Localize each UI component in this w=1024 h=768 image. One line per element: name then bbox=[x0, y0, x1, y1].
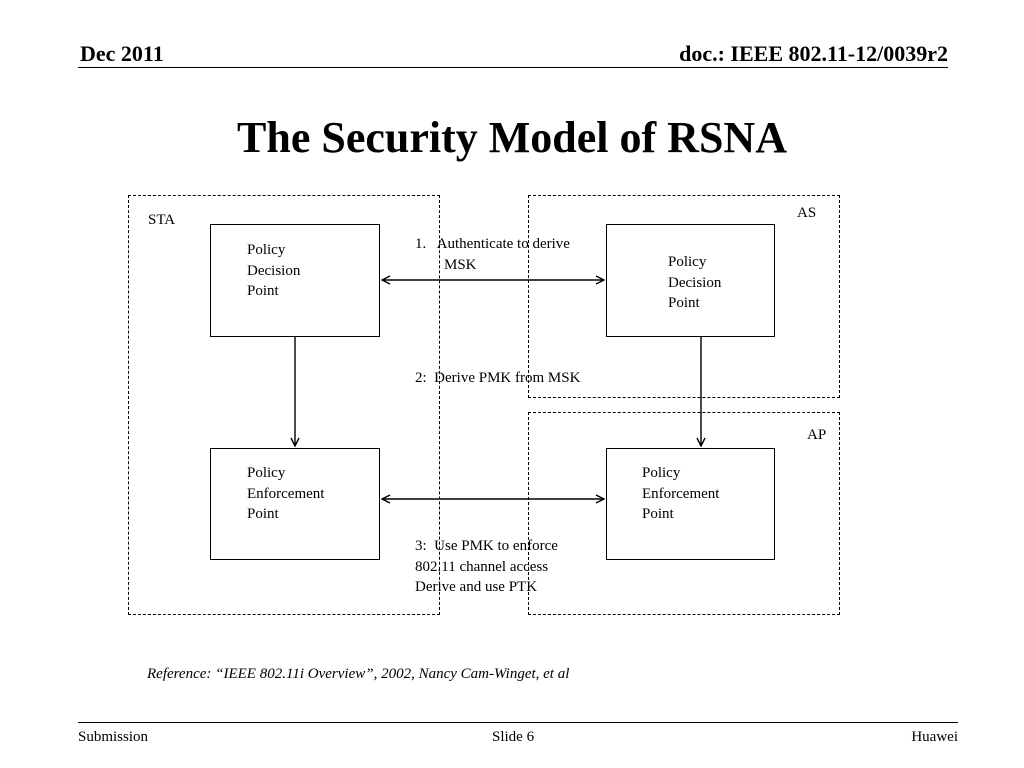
as-label: AS bbox=[797, 205, 817, 221]
footer-company: Huawei bbox=[911, 729, 958, 745]
ap-label: AP bbox=[807, 427, 827, 443]
reference-note: Reference: “IEEE 802.11i Overview”, 2002… bbox=[147, 666, 570, 682]
sta-pep-line-2: Enforcement bbox=[247, 485, 325, 502]
header-date: Dec 2011 bbox=[80, 41, 164, 66]
sta-label: STA bbox=[148, 212, 176, 228]
step-1-label: 1. Authenticate to derive MSK bbox=[415, 234, 570, 275]
sta-pep-line-3: Point bbox=[247, 506, 279, 522]
header-divider bbox=[78, 67, 948, 68]
as-region bbox=[528, 195, 840, 398]
as-pdp-line-1: Policy bbox=[668, 254, 707, 270]
sta-pdp-line-2: Decision bbox=[247, 262, 301, 279]
step-3-label: 3: Use PMK to enforce 802.11 channel acc… bbox=[415, 536, 558, 598]
sta-pdp-label: Policy Decision Point bbox=[247, 240, 300, 302]
step-3-line-1: 3: Use PMK to enforce bbox=[415, 538, 558, 554]
step-3-line-2: 802.11 channel access bbox=[415, 558, 549, 575]
as-pdp-label: Policy Decision Point bbox=[668, 252, 721, 314]
as-pdp-line-2: Decision bbox=[668, 274, 722, 291]
ap-pep-label: Policy Enforcement Point bbox=[642, 463, 719, 525]
step-2-label: 2: Derive PMK from MSK bbox=[415, 370, 581, 386]
slide-title: The Security Model of RSNA bbox=[237, 113, 787, 162]
footer-divider bbox=[78, 722, 958, 723]
step-1-line-2: MSK bbox=[444, 256, 477, 273]
sta-pdp-line-1: Policy bbox=[247, 242, 286, 258]
as-pdp-line-3: Point bbox=[668, 295, 700, 311]
sta-policy-decision-point-box bbox=[210, 224, 380, 337]
header-doc-id: doc.: IEEE 802.11-12/0039r2 bbox=[679, 41, 948, 66]
sta-pep-line-1: Policy bbox=[247, 465, 286, 481]
ap-pep-line-2: Enforcement bbox=[642, 485, 720, 502]
sta-pdp-line-3: Point bbox=[247, 283, 279, 299]
as-policy-decision-point-box bbox=[606, 224, 775, 337]
sta-pep-label: Policy Enforcement Point bbox=[247, 463, 324, 525]
ap-pep-line-3: Point bbox=[642, 506, 674, 522]
ap-region bbox=[528, 412, 840, 615]
step-1-line-1: 1. Authenticate to derive bbox=[415, 236, 570, 252]
step-3-line-3: Derive and use PTK bbox=[415, 579, 538, 595]
sta-policy-enforcement-point-box bbox=[210, 448, 380, 560]
ap-pep-line-1: Policy bbox=[642, 465, 681, 481]
ap-policy-enforcement-point-box bbox=[606, 448, 775, 560]
footer-submission: Submission bbox=[78, 729, 149, 745]
footer-slide-number: Slide 6 bbox=[492, 729, 535, 745]
sta-region bbox=[128, 195, 440, 615]
